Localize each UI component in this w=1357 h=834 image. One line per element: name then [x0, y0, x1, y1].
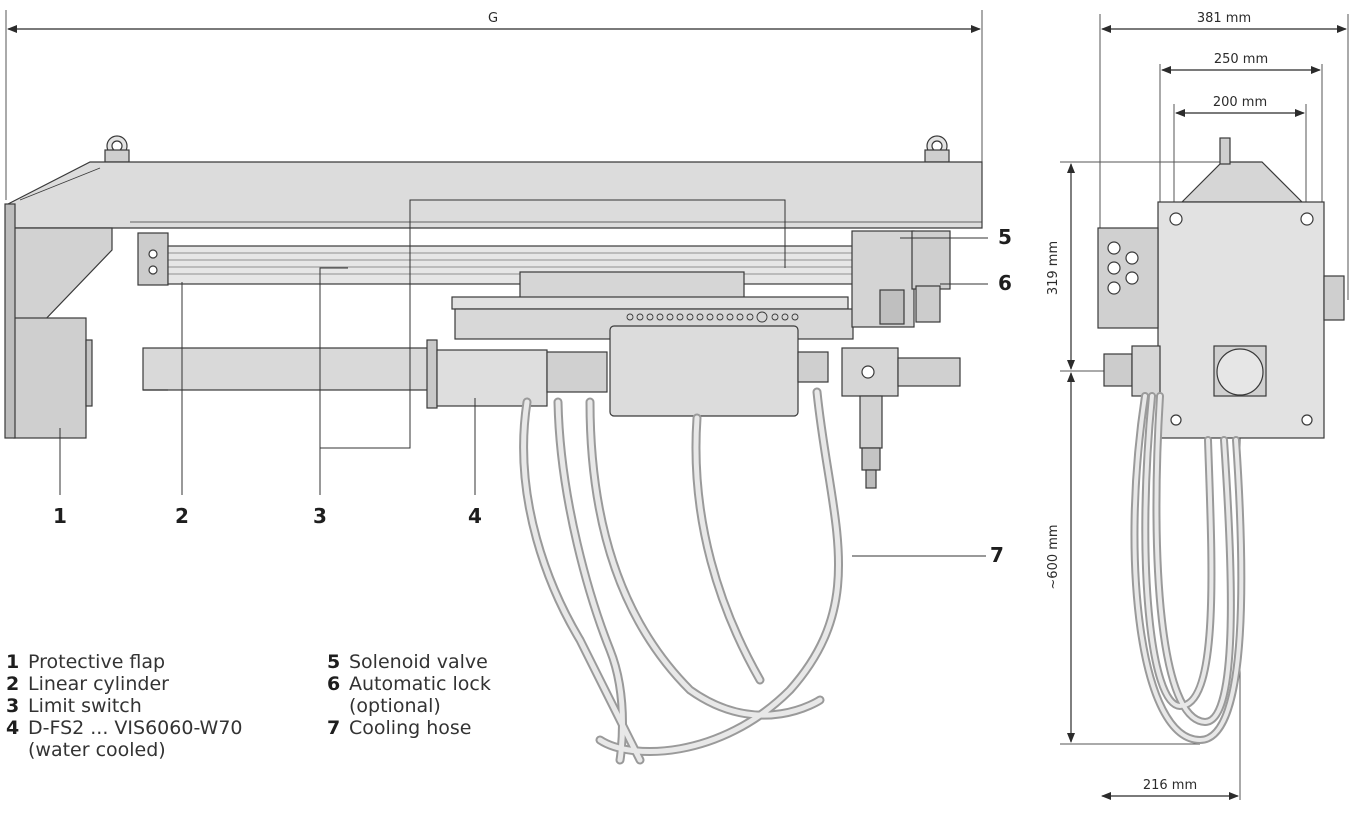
legend-item-continuation: (optional): [349, 695, 441, 717]
callout-4: 4: [468, 504, 482, 528]
probe-tube: [142, 347, 429, 391]
callout-3: 3: [313, 504, 327, 528]
protective-flap: [13, 317, 87, 439]
dimension-319-label: 319 mm: [1046, 241, 1061, 295]
sensor-housing: [436, 349, 548, 407]
callout-2: 2: [175, 504, 189, 528]
main-beam: [7, 161, 983, 229]
cooling-hoses-side: [519, 387, 844, 765]
callout-6: 6: [998, 271, 1012, 295]
linear-cylinder-block: [137, 232, 169, 286]
dimension-250-label: 250 mm: [1214, 52, 1268, 67]
side-view: [4, 10, 983, 489]
dimension-200-label: 200 mm: [1213, 95, 1267, 110]
linear-cylinder: [167, 245, 859, 285]
front-housing: [1157, 201, 1325, 439]
front-view: [1060, 14, 1349, 800]
bracket-left: [13, 227, 113, 326]
leader-lines: [59, 199, 988, 557]
dimension-g-label: G: [488, 11, 498, 26]
contact-row: [626, 311, 799, 323]
automatic-lock: [915, 285, 941, 323]
dimension-216-label: 216 mm: [1143, 778, 1197, 793]
dimension-381-label: 381 mm: [1197, 11, 1251, 26]
callout-7: 7: [990, 543, 1004, 567]
cooling-unit: [609, 325, 799, 417]
dimension-600-label: ~600 mm: [1046, 524, 1061, 589]
legend-item-continuation: (water cooled): [28, 739, 166, 761]
callout-5: 5: [998, 225, 1012, 249]
front-hood: [1180, 161, 1304, 203]
callout-1: 1: [53, 504, 67, 528]
